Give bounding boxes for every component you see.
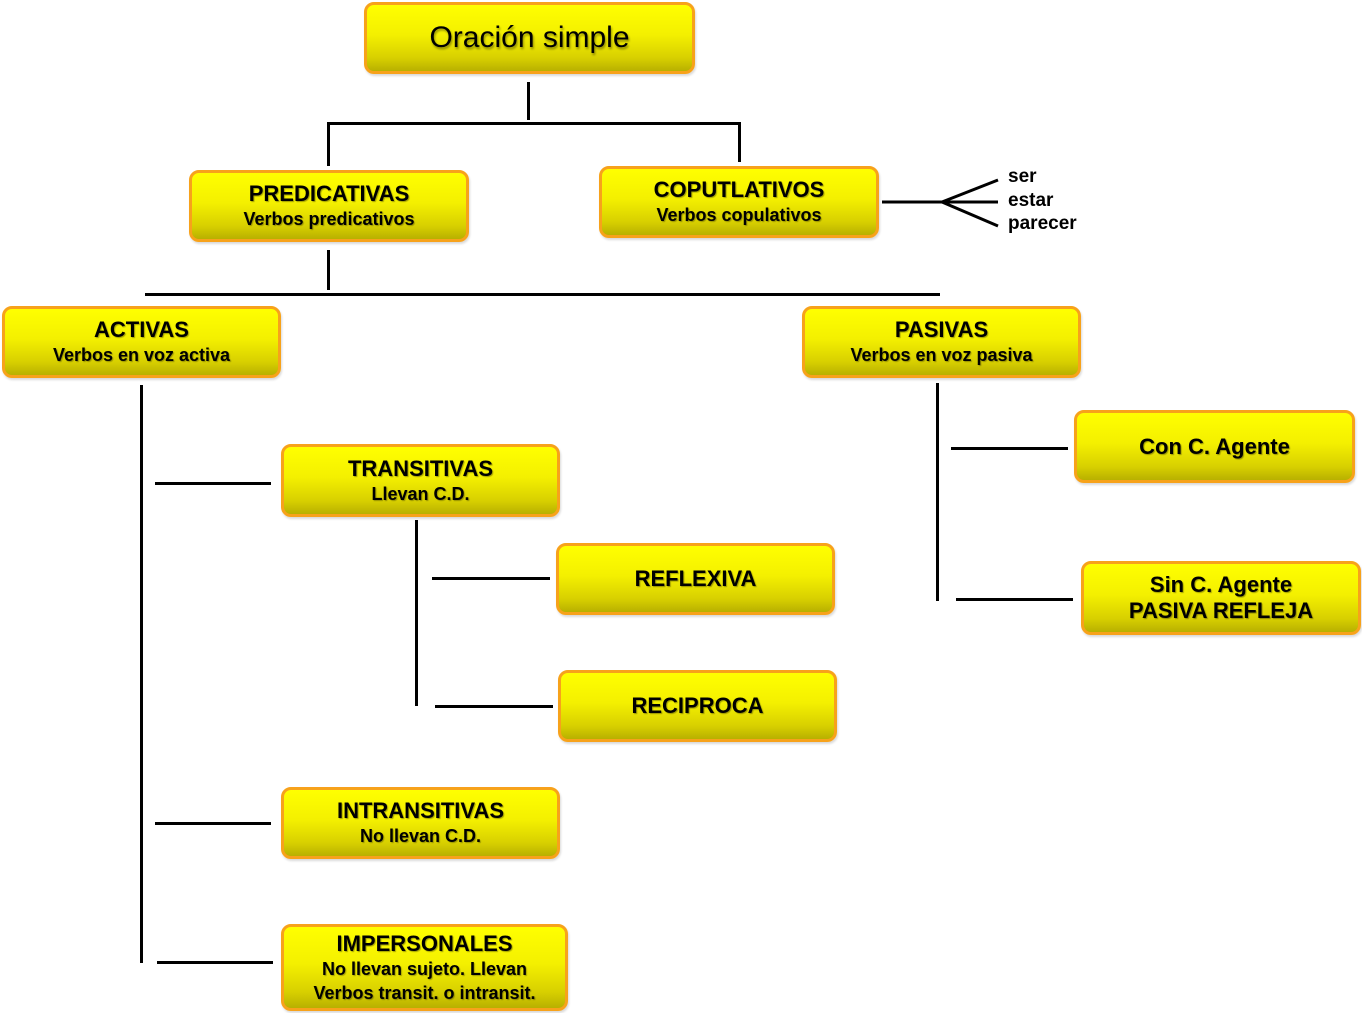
node-impersonales: IMPERSONALES No llevan sujeto. Llevan Ve…: [281, 924, 568, 1011]
node-subtitle: Verbos predicativos: [243, 209, 415, 229]
connector: [327, 250, 330, 290]
node-subtitle: Verbos en voz pasiva: [850, 345, 1033, 365]
connector: [951, 447, 1068, 450]
connector: [435, 705, 553, 708]
node-title: IMPERSONALES: [336, 930, 513, 956]
node-subtitle: PASIVA REFLEJA: [1128, 598, 1314, 623]
node-transitivas: TRANSITIVAS Llevan C.D.: [281, 444, 560, 517]
node-reciproca: RECIPROCA: [558, 670, 837, 742]
node-subtitle: Llevan C.D.: [371, 483, 470, 504]
node-title: TRANSITIVAS: [347, 455, 494, 481]
connector: [155, 822, 271, 825]
node-activas: ACTIVAS Verbos en voz activa: [2, 306, 281, 378]
node-title: Oración simple: [429, 21, 630, 54]
node-subtitle: No llevan C.D.: [359, 826, 482, 846]
node-oracion-simple: Oración simple: [364, 2, 695, 74]
node-title: PREDICATIVAS: [248, 181, 410, 206]
node-pasivas: PASIVAS Verbos en voz pasiva: [802, 306, 1081, 378]
connector: [956, 598, 1073, 601]
connector: [432, 577, 550, 580]
connector: [145, 293, 940, 296]
node-con-agente: Con C. Agente: [1074, 410, 1355, 483]
verb-estar: estar: [1008, 190, 1054, 211]
node-title: REFLEXIVA: [634, 566, 757, 591]
connector: [327, 122, 741, 125]
connector: [936, 383, 939, 601]
connector: [155, 482, 271, 485]
node-predicativas: PREDICATIVAS Verbos predicativos: [189, 170, 469, 242]
node-title: ACTIVAS: [94, 317, 189, 342]
node-intransitivas: INTRANSITIVAS No llevan C.D.: [281, 787, 560, 859]
node-title: INTRANSITIVAS: [336, 798, 505, 823]
node-title: Con C. Agente: [1139, 433, 1290, 459]
node-reflexiva: REFLEXIVA: [556, 543, 835, 615]
node-subtitle: Verbos en voz activa: [52, 345, 231, 365]
node-title: PASIVAS: [894, 317, 989, 342]
node-title: RECIPROCA: [631, 693, 764, 718]
node-sin-agente: Sin C. Agente PASIVA REFLEJA: [1081, 561, 1361, 635]
connector: [415, 520, 418, 706]
connector: [140, 385, 143, 963]
node-copulativos: COPUTLATIVOS Verbos copulativos: [599, 166, 879, 238]
connector: [157, 961, 273, 964]
node-line1: No llevan sujeto. Llevan: [321, 958, 528, 979]
verb-ser: ser: [1008, 166, 1037, 187]
node-title: Sin C. Agente: [1149, 572, 1293, 597]
connector: [327, 122, 330, 166]
node-subtitle: Verbos copulativos: [656, 205, 822, 225]
node-line2: Verbos transit. o intransit.: [313, 982, 536, 1003]
connector: [738, 122, 741, 162]
verb-parecer: parecer: [1008, 213, 1077, 234]
connector: [527, 82, 530, 120]
node-title: COPUTLATIVOS: [653, 177, 825, 202]
